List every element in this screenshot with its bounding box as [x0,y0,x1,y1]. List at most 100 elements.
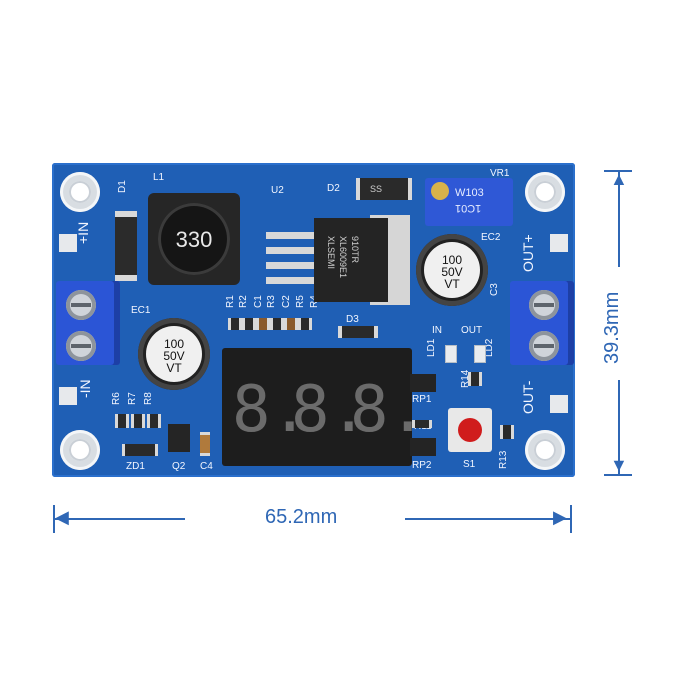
capacitor-ec1: 100 50V VT [138,318,210,390]
diode-d2-marking: SS [370,184,383,194]
label-out-minus: OUT- [520,380,536,414]
width-dimension-tick-left [53,505,55,533]
height-dimension-line-bottom [618,380,620,475]
label-minus-in: -IN [77,379,93,398]
resistor-r3 [270,318,284,330]
label-rp1: RP1 [412,394,432,405]
cap-ec1-line3: VT [166,361,182,375]
resistor-r11 [412,420,432,428]
height-dimension-line-top [618,172,620,267]
width-dimension-label: 65.2mm [265,506,338,528]
diode-d1 [115,211,137,281]
resistor-r1 [228,318,242,330]
capacitor-ec2: 100 50V VT [416,234,488,306]
label-r5: R5 [295,295,306,308]
width-dimension-arrow-right: ▶ [553,507,567,527]
label-out-plus: OUT+ [520,234,536,272]
resistor-r2 [242,318,256,330]
resistor-network-rp2 [410,438,436,456]
label-vr1: VR1 [490,168,510,179]
label-r1: R1 [225,295,236,308]
diode-d2: SS [356,178,412,200]
ic-lot: 910TR [350,236,360,264]
label-s1: S1 [463,459,476,470]
label-u2: U2 [271,185,284,196]
capacitor-c4 [200,432,210,456]
led-ld1 [445,345,457,363]
cap-ec1-line1: 100 [163,337,185,351]
ic-leads [266,226,318,296]
push-button-s1[interactable] [448,408,492,452]
label-c1: C1 [253,295,264,308]
label-r7: R7 [127,392,138,405]
height-dimension-tick-bottom [604,474,632,476]
label-l1: L1 [153,172,165,183]
label-ld1: LD1 [426,338,437,357]
mount-hole-bottom-right [525,430,565,470]
label-c3: C3 [489,283,500,296]
label-d1: D1 [117,180,128,193]
label-ld2: LD2 [484,338,495,357]
zener-zd1 [122,444,158,456]
mount-hole-top-right [525,172,565,212]
mount-hole-bottom-left [60,430,100,470]
cap-ec2-line3: VT [444,277,460,291]
resistor-r5 [298,318,312,330]
height-dimension-arrow-top: ▲ [610,169,628,189]
display-digit-1: 8. [232,373,310,447]
trimpot-marking-1: W103 [455,187,484,199]
label-d2: D2 [327,183,340,194]
push-button-cap[interactable] [458,418,482,442]
in-plus-pad [59,234,77,252]
cap-ec1-line2: 50V [163,349,185,363]
resistor-r7 [131,414,145,428]
label-c4: C4 [200,461,213,472]
resistor-r6 [115,414,129,428]
label-r6: R6 [111,392,122,405]
inductor-core [158,203,230,275]
label-c2: C2 [281,295,292,308]
resistor-r14 [468,372,482,386]
label-ec1: EC1 [131,305,151,316]
label-q2: Q2 [172,461,186,472]
label-r13: R13 [498,450,509,469]
input-screw-plus [66,290,96,320]
output-screw-minus [529,331,559,361]
width-dimension-arrow-left: ◀ [55,507,69,527]
led-ld2 [474,345,486,363]
cap-ec2-line1: 100 [441,253,463,267]
input-screw-minus [66,331,96,361]
seven-segment-display [222,348,412,466]
capacitor-c2 [284,318,298,330]
label-out-led: OUT [461,325,483,336]
height-dimension-tick-top [604,170,632,172]
resistor-r8 [147,414,161,428]
output-screw-plus [529,290,559,320]
label-ec2: EC2 [481,232,501,243]
resistor-network-rp1 [410,374,436,392]
capacitor-ec1-top [146,326,202,382]
mount-hole-top-left [60,172,100,212]
height-dimension-arrow-bottom: ▼ [610,455,628,475]
trimpot-screw[interactable] [431,182,449,200]
trimpot-marking-2: 1C01 [455,202,482,214]
width-dimension-tick-right [570,505,572,533]
diode-d3 [338,326,378,338]
ic-u2: XLSEMI XL6009E1 910TR [314,218,388,302]
label-plus-in: +IN [75,221,91,244]
ic-brand: XLSEMI [326,236,336,270]
transistor-q2 [168,424,190,452]
label-rp2: RP2 [412,460,432,471]
out-plus-pad [550,234,568,252]
label-in-led: IN [432,325,442,336]
width-dimension-line-left [55,518,185,520]
label-r2: R2 [238,295,249,308]
width-dimension-line-right [405,518,570,520]
inductor-value: 330 [175,227,213,252]
display-digit-2: 8. [291,373,369,447]
trimpot-vr1[interactable]: W103 1C01 [425,178,513,226]
out-minus-pad [550,395,568,413]
label-r8: R8 [143,392,154,405]
label-zd1: ZD1 [126,461,145,472]
height-dimension-label: 39.3mm [601,291,623,364]
